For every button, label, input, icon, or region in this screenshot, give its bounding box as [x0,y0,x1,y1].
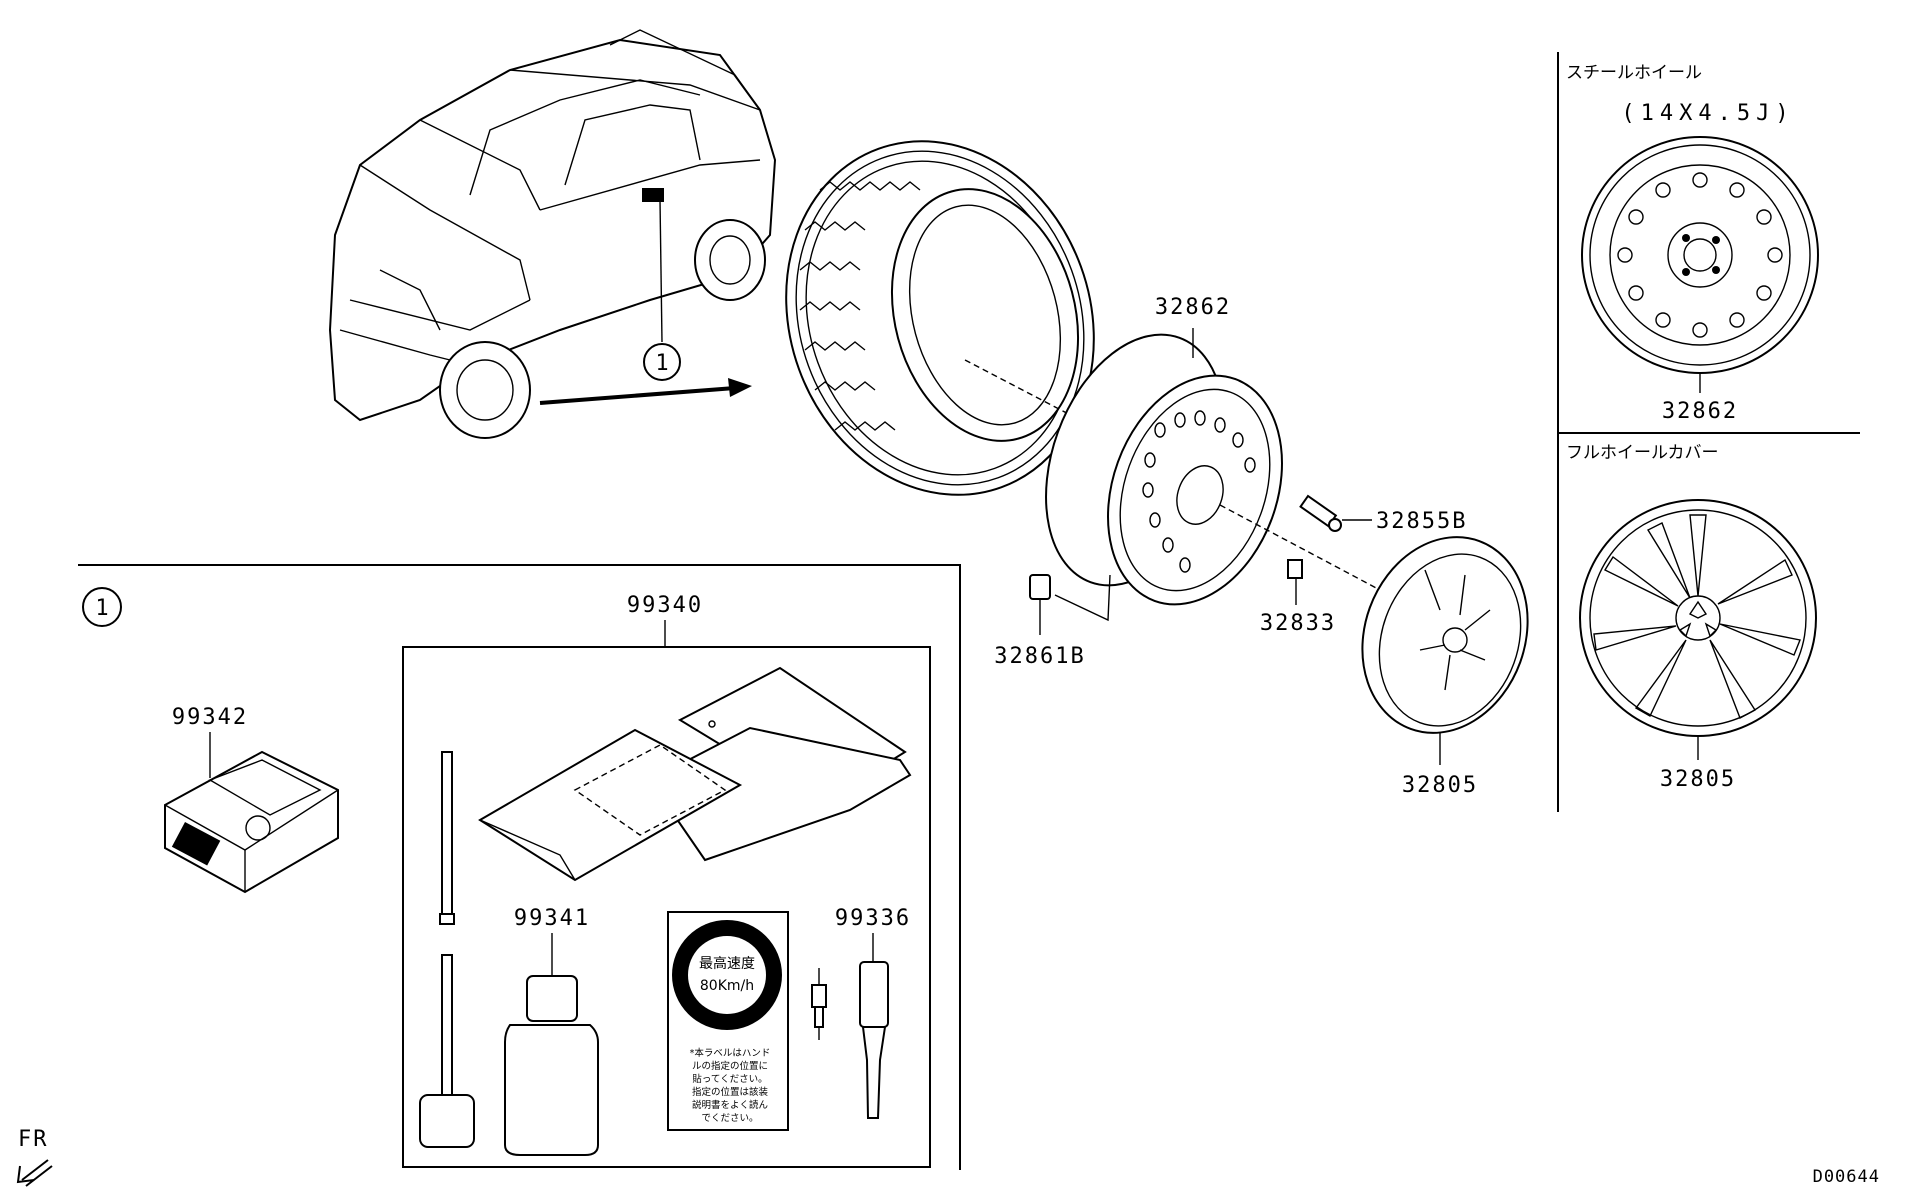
label-32833: 32833 [1260,611,1336,636]
callout-circle-1: 1 [643,343,681,381]
label-99336: 99336 [835,906,911,931]
tire-illustration [785,140,1095,496]
speed-label-note-3: 貼ってください。 [692,1073,767,1085]
vehicle-illustration [328,29,777,439]
label-32855b: 32855B [1376,509,1467,534]
speed-label-note-5: 説明書をよく読ん [692,1099,768,1111]
label-99342: 99342 [172,705,248,730]
direction-label: FR [18,1127,49,1152]
label-99341: 99341 [514,906,590,931]
axis-line-wheel [1219,504,1381,591]
speed-label-value: 80Km/h [700,978,754,994]
speed-label-heading: 最高速度 [699,955,755,972]
balance-weight-illustration [1029,574,1051,600]
label-32805: 32805 [1402,773,1478,798]
kit-section-frame [78,564,961,1170]
inset-steel-size: (14X4.5J) [1621,101,1794,126]
arrow-car-to-tire [539,378,752,405]
svg-text:1: 1 [95,596,108,621]
speed-label-note-6: でください。 [701,1113,758,1124]
kit-box-frame [402,646,931,1168]
label-99340: 99340 [627,593,703,618]
front-arrow-icon [16,1159,53,1187]
speed-limit-label: 最高速度 80Km/h *本ラベルはハンド ルの指定の位置に 貼ってください。 … [667,911,789,1131]
sealant-bottle-illustration [504,975,599,1156]
speed-label-note-4: 指定の位置は該装 [692,1086,769,1098]
speed-label-note-1: *本ラベルはハンド [690,1047,771,1059]
leader-32861b-b [1054,574,1111,622]
valve-tool-illustration [811,961,889,1119]
label-inset-32805: 32805 [1660,767,1736,792]
callout-circle-1-kit: 1 [82,587,122,627]
steel-wheel-illustration [1045,333,1283,606]
front-direction-indicator: FR [16,1127,53,1187]
label-32862: 32862 [1155,295,1231,320]
inset-steel-wheel-illustration [1581,136,1819,374]
inset-steel-title: スチールホイール [1566,63,1702,83]
label-inset-32862: 32862 [1662,399,1738,424]
nut-illustration [1287,559,1303,579]
valve-illustration [1299,494,1342,532]
axis-line-tire [964,359,1081,421]
label-32861b: 32861B [994,644,1085,669]
compressor-illustration [164,750,339,894]
wheel-cover-illustration [1361,536,1529,734]
inset-wheel-cover-illustration [1579,499,1817,737]
diagram-code: D00644 [1813,1167,1880,1187]
instruction-bags-illustration [478,666,912,882]
injector-tube-illustration [419,751,475,1148]
inset-cover-title: フルホイールカバー [1566,443,1719,463]
speed-label-note-2: ルの指定の位置に [692,1060,768,1072]
svg-text:1: 1 [655,351,668,376]
